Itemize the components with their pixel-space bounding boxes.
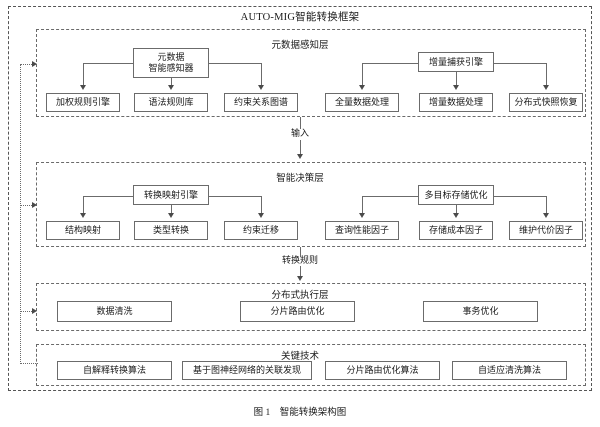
node-grammar-rule-base[interactable]: 语法规则库 xyxy=(134,93,208,112)
layer-decision-title: 智能决策层 xyxy=(276,174,324,184)
node-adaptive-cleaning-algorithm[interactable]: 自适应清洗算法 xyxy=(452,361,567,380)
flow-rules-line-top xyxy=(300,247,301,257)
arrow-to-storage-cost-factor xyxy=(452,213,459,218)
node-shard-routing-optimization-algorithm[interactable]: 分片路由优化算法 xyxy=(325,361,440,380)
connector-capture-mid-drop xyxy=(456,72,457,85)
arrow-to-grammar-rule-base xyxy=(167,85,174,90)
arrow-to-query-performance-factor xyxy=(358,213,365,218)
node-storage-cost-factor[interactable]: 存储成本因子 xyxy=(419,221,493,240)
connector-mapping-left-drop xyxy=(83,196,84,214)
layer-keytech-title: 关键技术 xyxy=(280,352,319,362)
connector-mapping-right-drop xyxy=(261,196,262,214)
node-multi-objective-storage-optimization[interactable]: 多目标存储优化 xyxy=(418,185,494,205)
arrow-feedback-into-perception-layer xyxy=(32,60,37,67)
node-metadata-sensor-line2: 智能感知器 xyxy=(148,63,194,73)
layer-keytech xyxy=(36,344,586,386)
arrow-to-maintenance-cost-factor xyxy=(542,213,549,218)
node-full-data-processing[interactable]: 全量数据处理 xyxy=(325,93,399,112)
node-structure-mapping[interactable]: 结构映射 xyxy=(46,221,120,240)
connector-mapping-mid-drop xyxy=(171,205,172,214)
arrow-to-type-conversion xyxy=(167,213,174,218)
connector-capture-right xyxy=(494,63,546,64)
connector-storage-left xyxy=(362,196,418,197)
connector-capture-left xyxy=(362,63,418,64)
feedback-branch-to-perception xyxy=(20,64,34,65)
node-incremental-capture-engine[interactable]: 增量捕获引擎 xyxy=(418,52,494,72)
node-data-cleaning[interactable]: 数据清洗 xyxy=(57,301,172,322)
arrow-feedback-into-execution-layer xyxy=(32,307,37,314)
node-distributed-snapshot-recovery[interactable]: 分布式快照恢复 xyxy=(509,93,583,112)
layer-execution xyxy=(36,283,586,331)
connector-storage-right xyxy=(494,196,546,197)
arrow-to-incremental-data-processing xyxy=(452,85,459,90)
connector-mapping-right xyxy=(209,196,261,197)
layer-perception-title: 元数据感知层 xyxy=(271,41,329,51)
connector-sensor-right xyxy=(209,63,261,64)
arrow-to-constraint-graph xyxy=(257,85,264,90)
arrow-to-weighted-rule-engine xyxy=(79,85,86,90)
node-gnn-relation-discovery[interactable]: 基于图神经网络的关联发现 xyxy=(182,361,312,380)
node-constraint-migration[interactable]: 约束迁移 xyxy=(224,221,298,240)
connector-capture-right-drop xyxy=(546,63,547,85)
connector-sensor-right-drop xyxy=(261,63,262,85)
flow-input-line-top xyxy=(300,117,301,129)
connector-sensor-mid-drop xyxy=(171,78,172,85)
connector-storage-mid-drop xyxy=(456,205,457,214)
flow-label-transform-rules: 转换规则 xyxy=(281,255,318,265)
feedback-path-trunk xyxy=(20,64,21,364)
node-shard-routing-optimization[interactable]: 分片路由优化 xyxy=(240,301,355,322)
feedback-path-keytech-stub xyxy=(20,363,38,364)
framework-title: AUTO-MIG智能转换框架 xyxy=(240,12,360,23)
feedback-branch-to-decision xyxy=(20,205,34,206)
node-query-performance-factor[interactable]: 查询性能因子 xyxy=(325,221,399,240)
connector-sensor-left xyxy=(83,63,133,64)
node-maintenance-cost-factor[interactable]: 维护代价因子 xyxy=(509,221,583,240)
node-transform-mapping-engine[interactable]: 转换映射引擎 xyxy=(133,185,209,205)
node-metadata-sensor-line1: 元数据 xyxy=(157,52,185,62)
node-weighted-rule-engine[interactable]: 加权规则引擎 xyxy=(46,93,120,112)
arrow-rules-to-execution-layer xyxy=(296,276,303,281)
connector-mapping-left xyxy=(83,196,133,197)
framework-outer-frame xyxy=(8,6,592,391)
arrow-to-distributed-snapshot-recovery xyxy=(542,85,549,90)
node-constraint-relation-graph[interactable]: 约束关系图谱 xyxy=(224,93,298,112)
layer-execution-title: 分布式执行层 xyxy=(271,291,329,301)
flow-input-line-bottom xyxy=(300,140,301,155)
node-transaction-optimization[interactable]: 事务优化 xyxy=(423,301,538,322)
layer-perception xyxy=(36,29,586,117)
connector-storage-right-drop xyxy=(546,196,547,214)
connector-sensor-left-drop xyxy=(83,63,84,85)
figure-caption: 图 1 智能转换架构图 xyxy=(253,408,347,418)
node-type-conversion[interactable]: 类型转换 xyxy=(134,221,208,240)
arrow-to-structure-mapping xyxy=(79,213,86,218)
node-metadata-sensor[interactable]: 元数据 智能感知器 xyxy=(133,48,209,78)
arrow-to-full-data-processing xyxy=(358,85,365,90)
flow-label-input: 输入 xyxy=(290,128,309,138)
feedback-branch-to-execution xyxy=(20,311,34,312)
node-incremental-data-processing[interactable]: 增量数据处理 xyxy=(419,93,493,112)
flow-rules-line-bottom xyxy=(300,266,301,277)
node-self-explaining-transform-algorithm[interactable]: 自解释转换算法 xyxy=(57,361,172,380)
arrow-feedback-into-decision-layer xyxy=(32,201,37,208)
connector-storage-left-drop xyxy=(362,196,363,214)
connector-capture-left-drop xyxy=(362,63,363,85)
arrow-to-constraint-migration xyxy=(257,213,264,218)
arrow-input-to-decision-layer xyxy=(296,154,303,159)
